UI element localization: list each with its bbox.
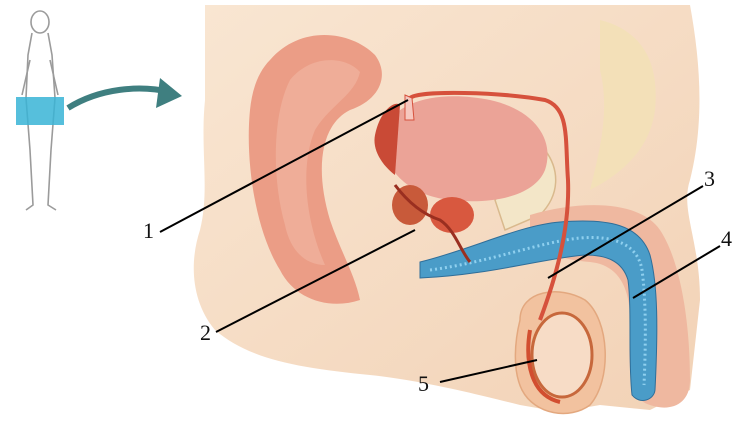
figure-highlight (16, 97, 64, 125)
testis (532, 313, 592, 397)
label-3: 3 (704, 168, 715, 190)
label-1: 1 (143, 220, 154, 242)
prostate (430, 197, 474, 233)
arrow-right-icon (68, 78, 182, 108)
label-5: 5 (418, 373, 429, 395)
label-4: 4 (721, 228, 732, 250)
seminal-vesicle (392, 185, 428, 225)
label-2: 2 (200, 322, 211, 344)
